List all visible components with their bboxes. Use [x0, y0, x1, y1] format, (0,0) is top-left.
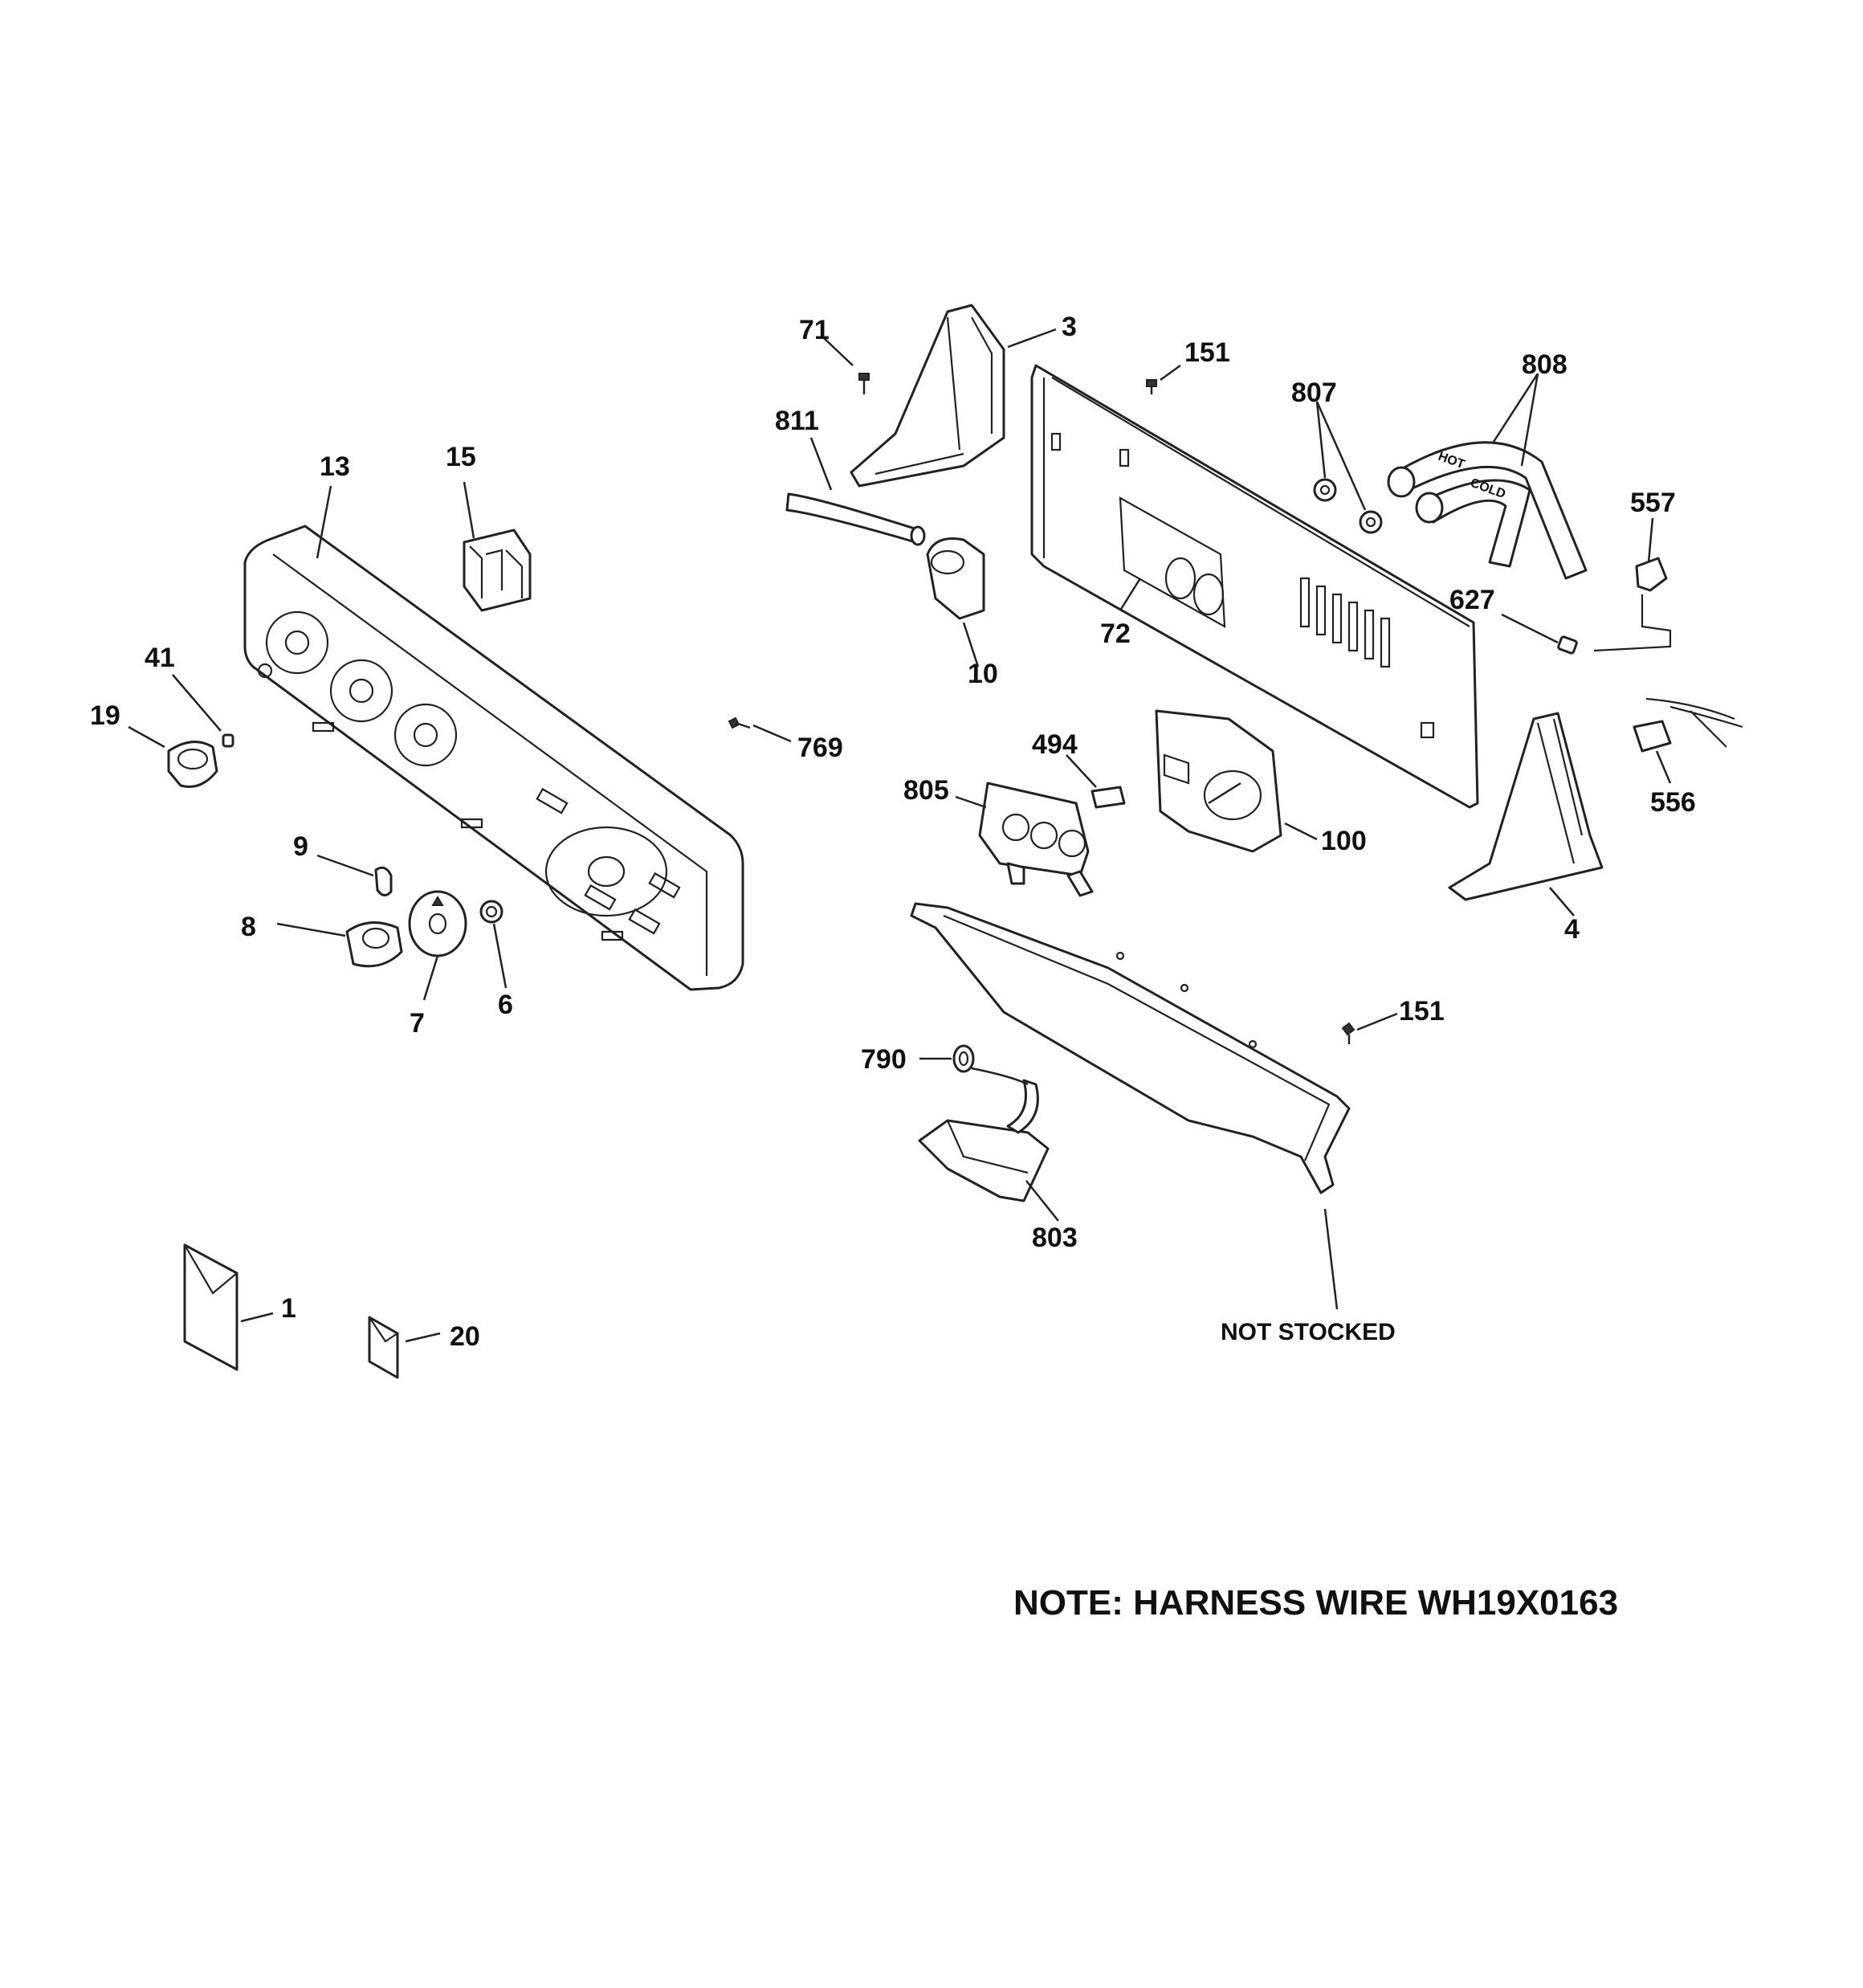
wire-harness-556 — [1633, 697, 1743, 753]
callout-151-top: 151 — [1184, 337, 1230, 368]
callout-1: 1 — [281, 1293, 296, 1324]
callout-805: 805 — [903, 775, 949, 806]
screw-71 — [858, 373, 870, 394]
spring-41 — [222, 733, 234, 748]
plug-627 — [1557, 635, 1578, 655]
screw-151-top — [1146, 379, 1157, 394]
callout-41: 41 — [145, 643, 175, 673]
screw-769 — [728, 716, 751, 729]
lower-panel-not-stocked — [910, 902, 1351, 1194]
end-bracket-4 — [1448, 712, 1604, 901]
clip-9 — [374, 866, 393, 896]
callout-10: 10 — [968, 659, 998, 689]
callout-6: 6 — [498, 990, 513, 1020]
callout-72: 72 — [1100, 618, 1131, 649]
callout-19: 19 — [90, 700, 120, 731]
knob-8 — [345, 921, 403, 968]
not-stocked-label: NOT STOCKED — [1221, 1319, 1396, 1345]
callout-769: 769 — [797, 733, 843, 763]
washers-807 — [1313, 478, 1383, 534]
envelope-1 — [183, 1243, 238, 1371]
connector-557 — [1593, 557, 1672, 652]
callout-557: 557 — [1630, 488, 1676, 518]
fill-hoses-808: HOT COLD — [1387, 441, 1588, 580]
control-panel-13 — [243, 525, 744, 991]
back-panel-72 — [1030, 364, 1479, 809]
callout-7: 7 — [410, 1008, 425, 1039]
end-bracket-3 — [850, 304, 1005, 488]
fuse-494 — [1090, 786, 1126, 809]
callout-790: 790 — [861, 1044, 907, 1075]
callout-811: 811 — [775, 406, 819, 436]
callout-556: 556 — [1650, 787, 1696, 818]
water-valve-805 — [978, 782, 1094, 897]
nut-6 — [479, 900, 503, 924]
callout-8: 8 — [241, 912, 256, 942]
callout-808: 808 — [1522, 349, 1567, 380]
timer-100 — [1155, 709, 1282, 853]
callout-71: 71 — [799, 315, 830, 345]
switch-15 — [463, 529, 532, 612]
dial-7 — [408, 890, 467, 957]
callout-494: 494 — [1032, 729, 1078, 760]
callout-151-bottom: 151 — [1399, 996, 1445, 1027]
callout-627: 627 — [1449, 585, 1495, 615]
callout-13: 13 — [320, 451, 350, 482]
callout-3: 3 — [1062, 312, 1077, 342]
hose-811 — [785, 492, 926, 546]
callout-labels: 71 3 151 808 807 811 13 15 557 627 72 10… — [90, 312, 1696, 1623]
leader-lines — [128, 328, 1672, 1343]
harness-note: NOTE: HARNESS WIRE WH19X0163 — [1013, 1583, 1618, 1623]
callout-9: 9 — [293, 831, 308, 862]
dispenser-803 — [918, 1067, 1050, 1202]
pressure-switch-10 — [926, 537, 985, 620]
clamp-790 — [952, 1044, 975, 1073]
callout-803: 803 — [1032, 1223, 1078, 1253]
callout-100: 100 — [1321, 826, 1367, 856]
callout-20: 20 — [450, 1321, 480, 1352]
envelope-20 — [368, 1316, 399, 1379]
callout-4: 4 — [1564, 914, 1580, 945]
screw-151-bottom — [1341, 1022, 1355, 1044]
callout-807: 807 — [1291, 378, 1337, 408]
knob-19 — [167, 741, 218, 788]
callout-15: 15 — [446, 442, 476, 472]
